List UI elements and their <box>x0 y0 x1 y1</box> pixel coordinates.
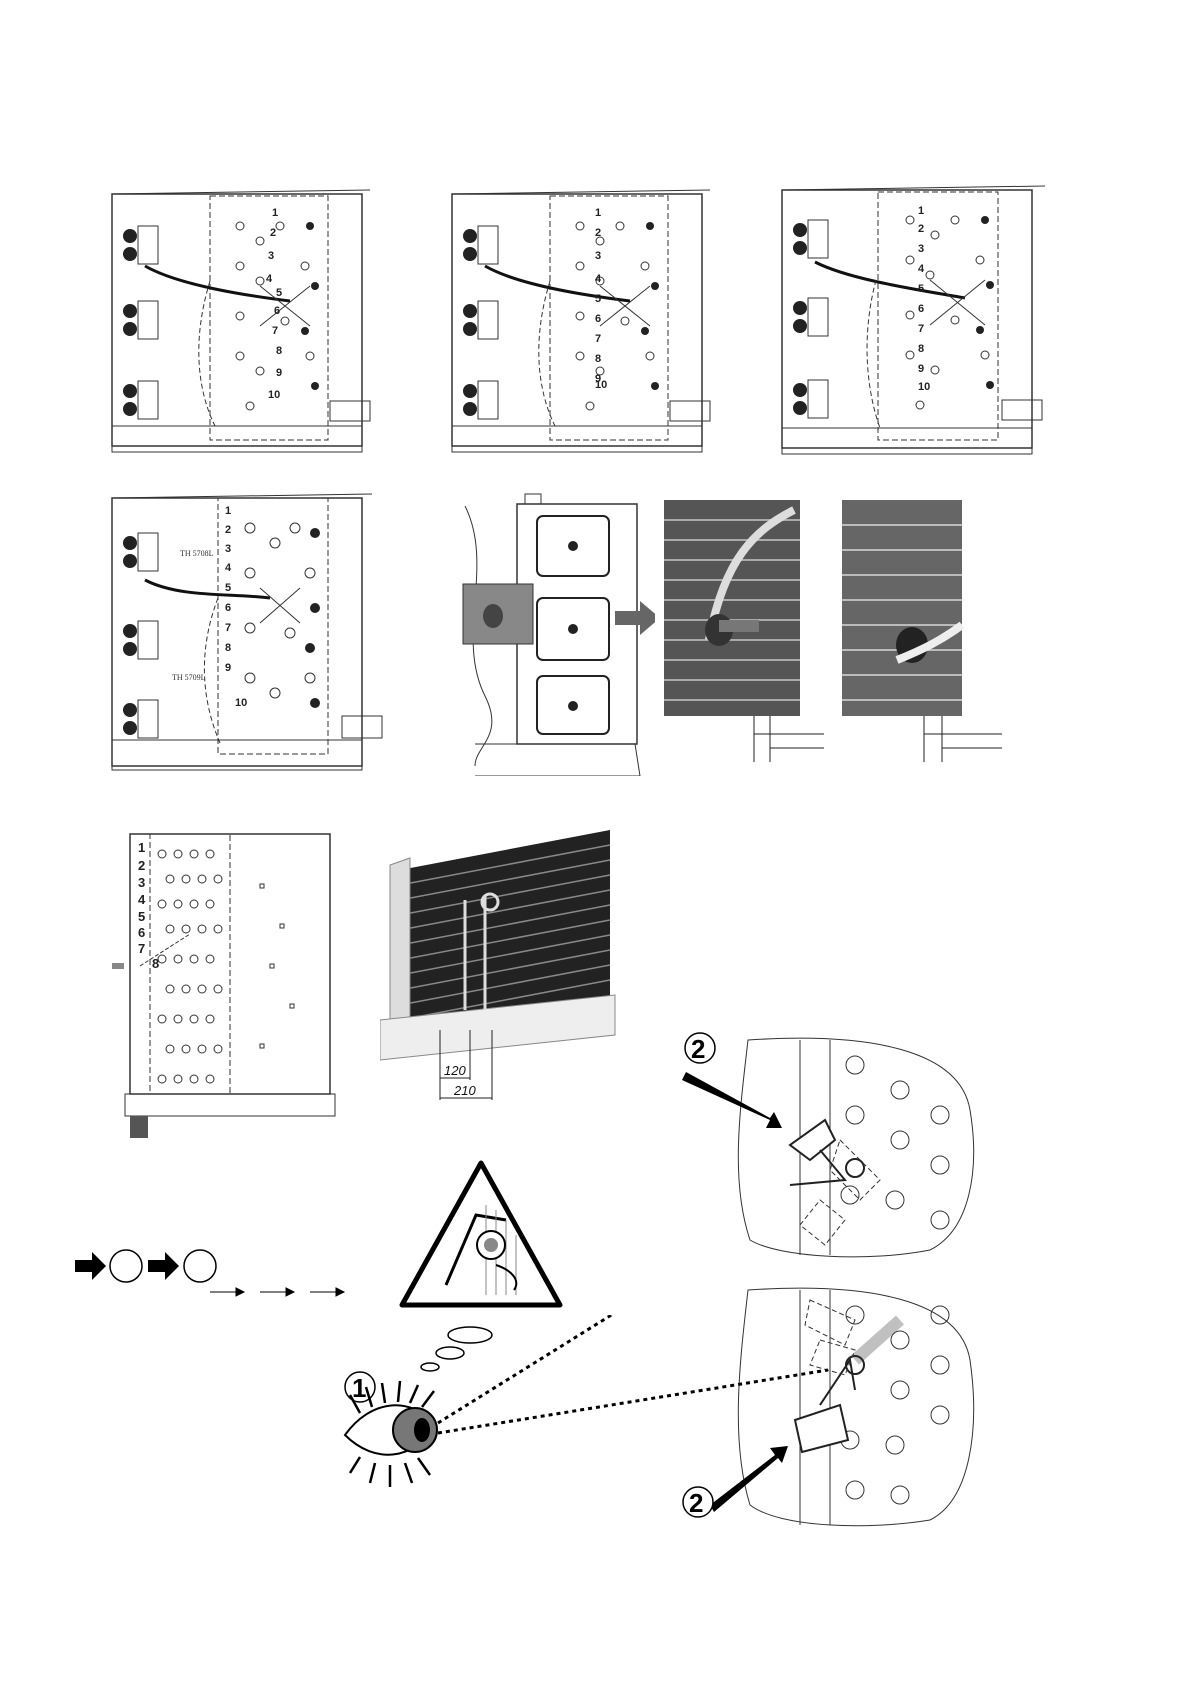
sequence-flow <box>70 1240 360 1310</box>
unit-e-num-8: 8 <box>152 956 159 971</box>
unit-b-num-5: 5 <box>595 293 601 305</box>
unit-c-num-8: 8 <box>918 343 924 355</box>
arrow-right-icon <box>148 1252 179 1280</box>
unit-b-num-2: 2 <box>595 227 601 239</box>
unit-b-num-7: 7 <box>595 333 601 345</box>
unit-c-num-9: 9 <box>918 363 924 375</box>
unit-d-num-2: 2 <box>225 524 231 536</box>
unit-diagram-c: 1 2 3 4 5 6 7 8 9 10 <box>780 180 1060 470</box>
arrow-right-icon <box>615 601 655 635</box>
unit-b-num-4: 4 <box>595 273 602 285</box>
unit-e-num-1: 1 <box>138 840 145 855</box>
unit-a-num-3: 3 <box>268 250 274 262</box>
unit-d-num-9: 9 <box>225 662 231 674</box>
unit-a-num-2: 2 <box>270 227 276 239</box>
unit-side-view <box>455 486 655 776</box>
unit-d-label-bottom: TH 5709L <box>172 673 206 682</box>
warning-triangle-icon <box>396 1155 566 1315</box>
unit-c-num-2: 2 <box>918 223 924 235</box>
step-marker-1: 1 <box>352 1373 366 1403</box>
unit-c-num-6: 6 <box>918 303 924 315</box>
unit-c-num-3: 3 <box>918 243 924 255</box>
probe-insertion-detail-top: 2 <box>670 1030 1000 1260</box>
unit-diagram-a: 1 2 3 4 5 6 7 8 9 10 <box>110 186 380 466</box>
unit-diagram-d: TH 5708L TH 5709L 1 2 3 4 5 6 7 8 9 10 <box>110 488 390 788</box>
unit-b-num-8: 8 <box>595 353 601 365</box>
photo-probe-coil-2 <box>842 500 1012 775</box>
unit-e-num-5: 5 <box>138 909 145 924</box>
photo-probe-coil-1 <box>664 500 834 775</box>
unit-c-num-1: 1 <box>918 205 924 217</box>
unit-c-num-10: 10 <box>918 381 930 393</box>
unit-a-num-5: 5 <box>276 287 282 299</box>
unit-d-num-6: 6 <box>225 602 231 614</box>
unit-b-num-6: 6 <box>595 313 601 325</box>
unit-b-num-1: 1 <box>595 207 601 219</box>
unit-c-num-4: 4 <box>918 263 925 275</box>
dimension-120: 120 <box>444 1063 466 1078</box>
unit-d-num-1: 1 <box>225 505 231 517</box>
eye-inspection-illustration: 1 <box>330 1315 840 1540</box>
unit-d-num-10: 10 <box>235 697 247 709</box>
unit-a-num-9: 9 <box>276 367 282 379</box>
unit-b-num-10: 10 <box>595 379 607 391</box>
unit-d-num-4: 4 <box>225 562 232 574</box>
unit-a-num-7: 7 <box>272 325 278 337</box>
unit-d-num-7: 7 <box>225 622 231 634</box>
unit-a-num-6: 6 <box>274 305 280 317</box>
unit-d-num-8: 8 <box>225 642 231 654</box>
unit-d-label-top: TH 5708L <box>180 549 214 558</box>
unit-e-num-2: 2 <box>138 858 145 873</box>
photo-unit-probe-measurement: 120 210 <box>380 830 620 1110</box>
unit-c-num-5: 5 <box>918 283 924 295</box>
unit-c-num-7: 7 <box>918 323 924 335</box>
unit-b-num-3: 3 <box>595 250 601 262</box>
unit-e-num-7: 7 <box>138 941 145 956</box>
unit-d-num-3: 3 <box>225 543 231 555</box>
unit-d-num-5: 5 <box>225 582 231 594</box>
unit-a-num-10: 10 <box>268 389 280 401</box>
unit-a-num-1: 1 <box>272 207 278 219</box>
unit-e-num-3: 3 <box>138 875 145 890</box>
dimension-210: 210 <box>453 1083 476 1098</box>
unit-diagram-e: 1 2 3 4 5 6 7 8 <box>110 824 350 1144</box>
unit-e-num-4: 4 <box>138 892 146 907</box>
unit-e-num-6: 6 <box>138 925 145 940</box>
unit-a-num-8: 8 <box>276 345 282 357</box>
step-marker-2-top: 2 <box>691 1034 705 1064</box>
unit-a-num-4: 4 <box>266 273 273 285</box>
arrow-right-icon <box>75 1252 106 1280</box>
unit-diagram-b: 1 2 3 4 5 6 7 8 9 10 <box>450 186 720 466</box>
